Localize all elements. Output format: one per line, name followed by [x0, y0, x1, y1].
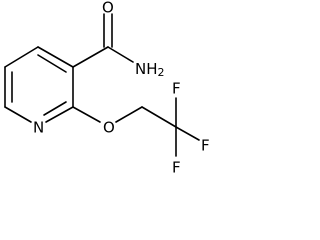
bond-c2-o [72, 106, 101, 123]
bond-o-ch2 [115, 106, 143, 123]
double-bond-n1-c2 [43, 101, 67, 116]
atom-label-fluorine-top: F [172, 80, 181, 98]
atom-label-ether-oxygen: O [103, 119, 115, 137]
bond-carbonyl-n [107, 46, 134, 63]
bond-c3-carbonyl [72, 46, 109, 68]
bond-n1-c2 [45, 106, 74, 123]
trifluoroethoxy-group [72, 97, 200, 157]
pyridine-ring [4, 46, 74, 123]
atom-label-fluorine-right: F [201, 137, 210, 155]
bond-c3-c4 [37, 46, 74, 68]
molecule-structure: O NH2 N O F F F [4, 0, 210, 177]
bond-ch2-cf3 [141, 106, 177, 128]
atom-label-amide-nitrogen: NH2 [135, 60, 165, 80]
bond-cf3-f-right [175, 126, 200, 141]
atom-label-fluorine-bottom: F [172, 159, 181, 177]
atom-label-ring-nitrogen: N [33, 119, 44, 137]
atom-label-carbonyl-oxygen: O [102, 0, 114, 17]
carboxamide-group [72, 13, 134, 68]
bond-c4-c5 [4, 46, 39, 68]
amide-subscript: 2 [158, 66, 165, 79]
double-bond-c3-c4 [37, 54, 67, 73]
bond-c6-n1 [4, 106, 32, 123]
